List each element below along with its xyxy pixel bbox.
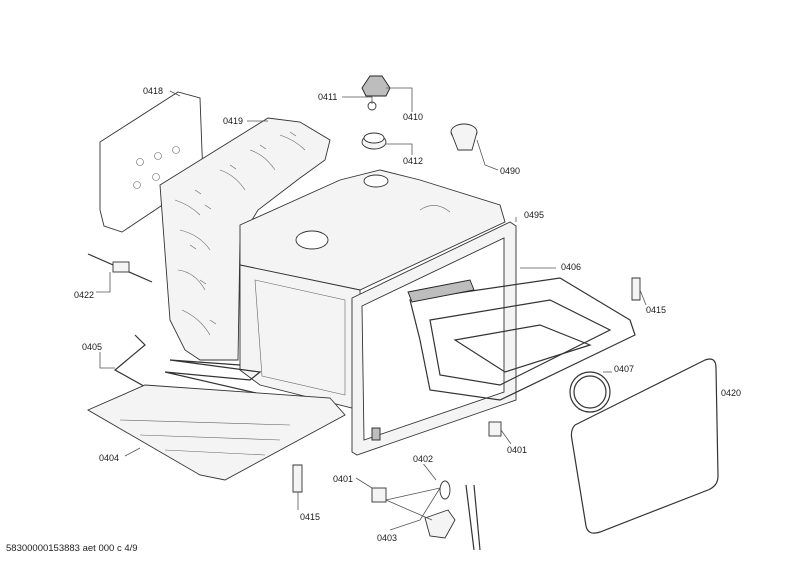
part-0490-socket — [450, 123, 478, 151]
part-0415-hinge-top — [631, 277, 641, 301]
label-0401-left: 0401 — [332, 474, 355, 484]
part-0404-bottom-tray — [87, 384, 346, 481]
part-0422-sensor — [87, 253, 153, 283]
label-0403: 0403 — [376, 533, 399, 543]
leader-lines — [96, 87, 647, 531]
part-0402-bulb — [439, 480, 451, 500]
part-0412-lamp-ring — [361, 132, 387, 150]
label-0419: 0419 — [222, 116, 245, 126]
label-0420: 0420 — [720, 388, 743, 398]
part-0401-clip-a — [488, 421, 502, 437]
label-0490: 0490 — [499, 166, 522, 176]
part-0419-insulation — [159, 117, 331, 361]
part-0403-tools — [424, 484, 481, 551]
part-0420-door-seal — [570, 358, 719, 534]
label-0401-right: 0401 — [506, 445, 529, 455]
label-0402: 0402 — [412, 454, 435, 464]
part-0407-circular-element — [569, 371, 611, 413]
label-0415-bottom: 0415 — [299, 512, 322, 522]
part-0410-lamp-cover — [361, 75, 391, 111]
label-0418: 0418 — [142, 86, 165, 96]
label-0412: 0412 — [402, 156, 425, 166]
label-0404: 0404 — [98, 453, 121, 463]
label-0410: 0410 — [402, 112, 425, 122]
part-oven-muffle — [239, 169, 506, 411]
part-0406-grill-element — [407, 277, 636, 401]
label-0406: 0406 — [560, 262, 583, 272]
label-0415-top: 0415 — [645, 305, 668, 315]
label-0405: 0405 — [81, 342, 104, 352]
drawing-reference: 58300000153883 aet 000 c 4/9 — [6, 543, 138, 554]
label-0407: 0407 — [613, 364, 636, 374]
label-0422: 0422 — [73, 290, 96, 300]
label-0411: 0411 — [317, 92, 339, 102]
part-0415-hinge-bottom — [292, 464, 303, 493]
part-0401-clip-b — [371, 487, 387, 503]
label-0495: 0495 — [523, 210, 546, 220]
